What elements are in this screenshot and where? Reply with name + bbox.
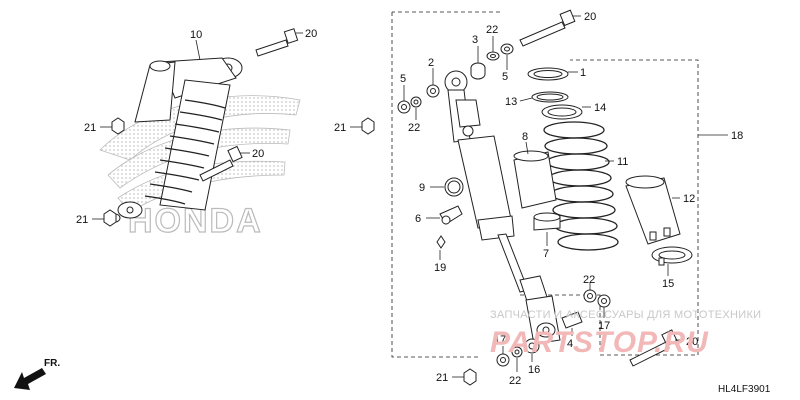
front-direction-label: FR. xyxy=(44,358,60,369)
valve-core-19 xyxy=(436,235,446,249)
callout-3: 3 xyxy=(472,34,478,46)
callout-1: 1 xyxy=(580,67,586,79)
callout-9: 9 xyxy=(419,182,425,194)
bolt-20-upper-left xyxy=(255,28,299,57)
seal-5-left xyxy=(397,100,411,114)
bearing-2 xyxy=(426,84,440,98)
drawing-code: HL4LF3901 xyxy=(718,384,771,395)
front-direction-arrow-icon xyxy=(14,368,46,390)
callout-20-a: 20 xyxy=(305,28,317,40)
callout-22-b: 22 xyxy=(408,122,420,134)
callout-10: 10 xyxy=(190,29,202,41)
callout-5-b: 5 xyxy=(400,73,406,85)
dust-cover-12 xyxy=(625,175,681,245)
washer-22-bottom xyxy=(511,346,523,358)
nut-21-bottom xyxy=(463,368,477,386)
watermark-logo: PARTSTOP.RU xyxy=(490,326,709,359)
callout-22-d: 22 xyxy=(509,375,521,387)
callout-18: 18 xyxy=(731,130,743,142)
callout-22-c: 22 xyxy=(583,274,595,286)
callout-8: 8 xyxy=(522,131,528,143)
bolt-20-mid-left xyxy=(199,145,243,182)
nut-21-right-upper xyxy=(361,117,375,135)
callout-19: 19 xyxy=(434,262,446,274)
spring-seat-1 xyxy=(527,67,569,81)
spring-guide-8 xyxy=(513,150,557,209)
nut-21-lower-left xyxy=(103,209,117,227)
callout-21-c: 21 xyxy=(334,122,346,134)
callout-17-a: 17 xyxy=(598,320,610,332)
nut-21-upper-left xyxy=(111,117,125,135)
watermark-caption: ЗАПЧАСТИ И АКСЕССУАРЫ ДЛЯ МОТОТЕХНИКИ xyxy=(490,309,761,321)
spring-seat-15 xyxy=(651,246,693,266)
bolt-20-upper-right xyxy=(519,9,576,47)
collar-3 xyxy=(470,62,486,80)
valve-cap-6 xyxy=(439,205,463,225)
callout-20-b: 20 xyxy=(252,148,264,160)
callout-22-a: 22 xyxy=(486,24,498,36)
callout-4: 4 xyxy=(567,338,573,350)
callout-16: 16 xyxy=(528,364,540,376)
callout-21-b: 21 xyxy=(76,214,88,226)
callout-11: 11 xyxy=(617,156,628,168)
callout-13: 13 xyxy=(505,96,517,108)
washer-22-lower-right xyxy=(583,289,597,303)
washer-22-top xyxy=(486,51,500,61)
callout-7: 7 xyxy=(543,248,549,260)
seal-5-top xyxy=(500,43,514,55)
o-ring-9 xyxy=(444,177,464,197)
washer-22-left xyxy=(410,96,422,108)
bolt-20-lower-right xyxy=(629,329,678,367)
callout-15: 15 xyxy=(662,278,674,290)
callout-14: 14 xyxy=(594,102,606,114)
lock-nut-13 xyxy=(531,91,569,103)
coil-spring-11 xyxy=(543,121,619,251)
spring-seat-14 xyxy=(541,104,583,120)
bearing-16 xyxy=(524,338,540,354)
callout-17-b: 17 xyxy=(494,334,506,346)
damper-body xyxy=(444,70,561,345)
collar-4 xyxy=(561,311,583,329)
callout-20-c: 20 xyxy=(584,11,596,23)
callout-6: 6 xyxy=(415,213,421,225)
callout-21-a: 21 xyxy=(84,122,96,134)
seal-17-right xyxy=(597,294,611,308)
assembled-shock-absorber xyxy=(109,57,243,223)
callout-12: 12 xyxy=(683,193,695,205)
collar-7 xyxy=(533,212,561,231)
callout-2: 2 xyxy=(428,57,434,69)
callout-5-a: 5 xyxy=(502,71,508,83)
callout-20-d: 20 xyxy=(686,336,698,348)
callout-21-d: 21 xyxy=(436,372,448,384)
